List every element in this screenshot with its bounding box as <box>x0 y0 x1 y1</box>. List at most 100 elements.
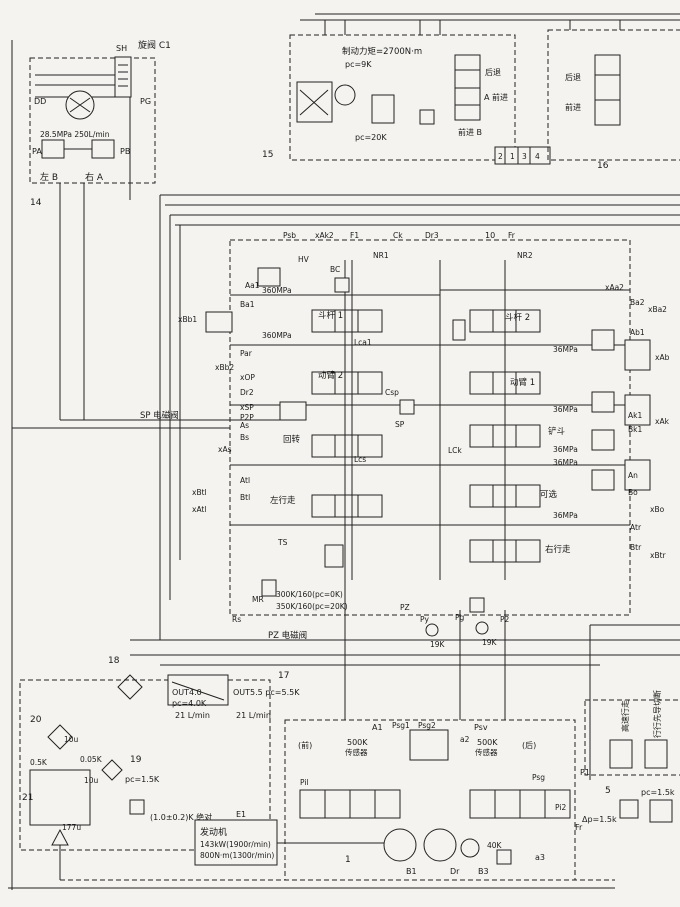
label-xba2: xBa2 <box>648 305 667 314</box>
label-10u: 10u <box>64 735 79 744</box>
label-pc-20k: pc=20K <box>355 133 387 142</box>
label-sensor1: 传感器 <box>345 747 368 757</box>
label-p2p: P2P <box>240 413 254 422</box>
label-forward-a: A 前进 <box>484 92 508 102</box>
label-005k: 0.05K <box>80 755 103 764</box>
label-atr: Atr <box>630 523 642 532</box>
label-bs: Bs <box>240 433 249 442</box>
label-pc15b: pc=1.5k <box>641 788 675 797</box>
label-as: As <box>240 421 249 430</box>
label-ba1: Ba1 <box>240 300 255 309</box>
frame-lines <box>8 13 680 890</box>
label-flow21b: 21 L/min <box>236 711 271 720</box>
label-sp-valve: SP 电磁阀 <box>140 410 179 421</box>
label-dr2: Dr2 <box>240 388 254 397</box>
label-pc15: pc=1.5K <box>125 775 160 784</box>
label-rear: (后) <box>522 740 536 750</box>
label-bk1: Bk1 <box>628 425 642 434</box>
label-pil: Pil <box>300 778 309 787</box>
label-lca1: Lca1 <box>354 338 372 347</box>
label-xbb2: xBb2 <box>215 363 234 372</box>
label-bucket: 铲斗 <box>548 426 566 437</box>
label-36mpa-d: 36MPa <box>553 458 578 467</box>
label-a2: a2 <box>460 735 470 744</box>
label-20: 20 <box>30 715 42 725</box>
label-pilot-cut: 行行先导切断 <box>652 690 662 738</box>
label-nr2: NR2 <box>517 251 533 260</box>
label-fr: Fr <box>508 231 516 240</box>
label-out40: OUT4.0 <box>172 688 202 697</box>
label-high-speed: 高速行走 <box>620 700 630 732</box>
label-nr1: NR1 <box>373 251 389 260</box>
label-dd: DD <box>34 97 46 106</box>
label-spec-300k: 300K/160(pc=0K) <box>276 590 343 599</box>
label-10: 10 <box>485 231 495 240</box>
label-xak: xAk <box>655 417 670 426</box>
label-19: 19 <box>130 755 142 765</box>
label-xbb1: xBb1 <box>178 315 197 324</box>
label-dp15: Δp=1.5k <box>582 815 617 824</box>
right-travel-block <box>547 20 680 161</box>
label-abs-pressure: (1.0±0.2)K 绝对 <box>150 812 212 822</box>
label-pump-1: 1 <box>345 855 351 865</box>
label-xbo: xBo <box>650 505 665 514</box>
filter-group <box>19 674 271 880</box>
label-ab1: Ab1 <box>630 328 645 337</box>
label-engine-torque: 800N·m(1300r/min) <box>200 851 274 860</box>
label-p4: 4 <box>535 152 540 161</box>
swing-motor-block <box>29 56 156 420</box>
label-pz-valve: PZ 电磁阀 <box>268 630 307 641</box>
label-front-b: 前进 B <box>458 127 482 137</box>
label-bo: Bo <box>628 488 638 497</box>
label-forward2: 前进 <box>565 102 581 112</box>
label-xas: xAs <box>218 445 232 454</box>
label-177u: 177u <box>62 823 81 832</box>
label-sp: SP <box>395 420 405 429</box>
label-brake-torque: 制动力矩=2700N·m <box>342 46 422 57</box>
label-21: 21 <box>22 793 33 803</box>
label-10u2: 10u <box>84 776 99 785</box>
label-rs: Rs <box>232 615 241 624</box>
label-left-b: 左 B <box>40 171 58 183</box>
label-dr3: Dr3 <box>425 231 439 240</box>
label-xab: xAb <box>655 353 670 362</box>
label-xatl: xAtl <box>192 505 206 514</box>
label-engine-power: 143kW(1900r/min) <box>200 840 271 849</box>
label-pump-spec: 28.5MPa 250L/min <box>40 130 110 139</box>
label-pg2: Pg <box>455 613 465 622</box>
label-btr: Btr <box>630 543 642 552</box>
label-pz: PZ <box>400 603 410 612</box>
label-csp: Csp <box>385 388 399 397</box>
label-p1: 1 <box>510 152 515 161</box>
pilot-lines <box>12 194 680 780</box>
label-e1: E1 <box>236 810 246 819</box>
label-sensor2: 传感器 <box>475 747 498 757</box>
label-p2-port: P2 <box>500 615 510 624</box>
label-swing-valve: 旋阀 C1 <box>138 39 171 51</box>
label-360mpa-b: 360MPa <box>262 331 292 340</box>
label-bucket2: 斗杆 2 <box>505 312 530 323</box>
label-par: Par <box>240 349 253 358</box>
label-05k: 0.5K <box>30 758 48 767</box>
label-pb: PB <box>120 147 130 156</box>
label-py: Py <box>420 615 430 624</box>
label-atl: Atl <box>240 476 250 485</box>
label-bucket1: 斗杆 1 <box>318 310 343 321</box>
label-pi2: Pi2 <box>555 803 566 812</box>
label-500k-b: 500K <box>477 738 498 747</box>
label-19k-a: 19K <box>430 640 446 649</box>
label-psb: Psb <box>283 231 296 240</box>
label-boom1: 动臂 1 <box>510 377 535 388</box>
label-b1: B1 <box>406 867 417 876</box>
label-aa1: Aa1 <box>245 281 260 290</box>
label-boom2: 动臂 2 <box>318 370 343 381</box>
label-out55: OUT5.5 pc=5.5K <box>233 688 300 697</box>
label-right-a: 右 A <box>85 171 104 183</box>
label-lcs: Lcs <box>354 455 366 464</box>
label-17: 17 <box>278 671 289 681</box>
label-ck: Ck <box>393 231 403 240</box>
main-control-valve <box>205 239 651 637</box>
label-back: 后退 <box>485 67 501 77</box>
